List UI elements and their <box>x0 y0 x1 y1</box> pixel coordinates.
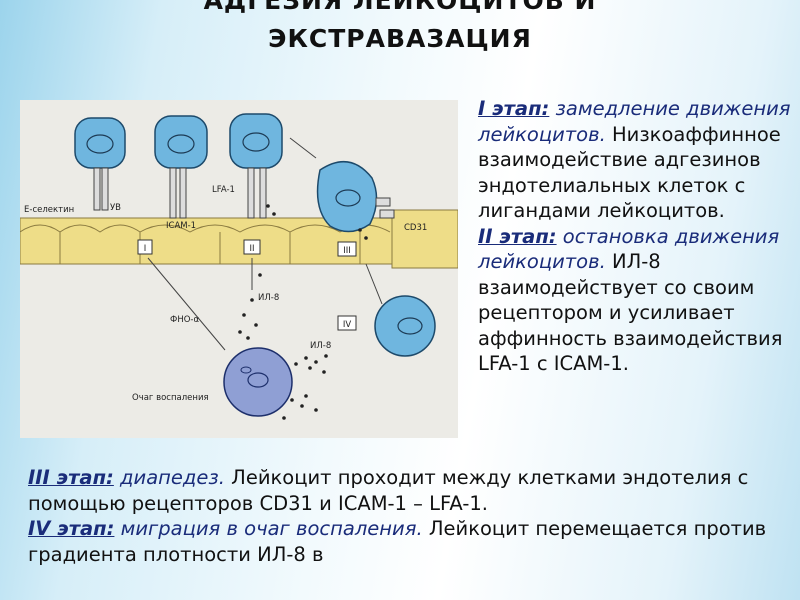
stage-2-paragraph: II этап: остановка движения лейкоцитов. … <box>478 224 796 377</box>
stages-1-2-text: I этап: замедление движения лейкоцитов. … <box>478 96 796 377</box>
stage-2-italic: остановка движения лейкоцитов. <box>478 224 780 274</box>
migrated-leukocyte <box>374 295 436 357</box>
extravasation-diagram: I II III IV <box>20 100 458 438</box>
stage-4-description: Лейкоцит перемещается против градиента п… <box>28 517 767 566</box>
stage-4-italic: миграция в очаг воспаления. <box>114 517 423 540</box>
stage-4-heading: IV этап: <box>28 517 115 540</box>
il8-gradient-dots <box>238 204 368 420</box>
label-cd31: CD31 <box>404 223 427 233</box>
stage-mark-3: III <box>343 246 351 256</box>
stage-1-paragraph: I этап: замедление движения лейкоцитов. … <box>478 96 796 224</box>
label-inflammation-focus: Очаг воспаления <box>132 393 209 403</box>
rolling-leukocyte-2 <box>154 115 208 169</box>
title-line-1: АДГЕЗИЯ ЛЕЙКОЦИТОВ И <box>203 0 597 15</box>
arrows <box>147 137 383 351</box>
title-line-2: ЭКСТРАВАЗАЦИЯ <box>268 24 532 53</box>
stage-1-description: Низкоаффинное взаимодействие адгезинов э… <box>478 122 781 223</box>
diagram-svg: I II III IV <box>20 113 458 420</box>
stage-1-italic: замедление движения лейкоцитов. <box>478 97 791 146</box>
stage-marks: I II III IV <box>137 239 357 331</box>
stage-3-description: Лейкоцит проходит между клетками эндотел… <box>28 466 749 515</box>
stage-mark-4: IV <box>343 320 352 330</box>
stage-mark-2: II <box>249 244 254 254</box>
migrating-leukocyte <box>316 160 378 233</box>
rolling-leukocyte-3 <box>229 113 283 169</box>
stages-3-4-text: III этап: диапедез. Лейкоцит проходит ме… <box>28 465 798 567</box>
inflammation-focus-cell <box>223 347 293 417</box>
adhesion-molecules <box>93 167 395 219</box>
label-il8-vertical: ИЛ-8 <box>258 293 279 303</box>
label-il8-diagonal: ИЛ-8 <box>310 341 331 351</box>
endothelium-layer <box>20 209 458 269</box>
stage-2-description: ИЛ-8 взаимодействует со своим рецептором… <box>478 250 783 375</box>
stage-1-heading: I этап: <box>478 97 550 120</box>
stage-mark-1: I <box>144 244 147 254</box>
stage-3-paragraph: III этап: диапедез. Лейкоцит проходит ме… <box>28 465 798 516</box>
stage-3-heading: III этап: <box>28 466 114 489</box>
label-uv: УВ <box>110 203 121 213</box>
label-tnf: ФНО-α <box>170 315 199 325</box>
label-icam1: ICAM-1 <box>166 221 196 231</box>
rolling-leukocyte-1 <box>74 117 126 169</box>
stage-2-heading: II этап: <box>478 224 557 248</box>
label-lfa1: LFA-1 <box>212 185 235 195</box>
label-e-selectin: Е-селектин <box>24 205 74 215</box>
stage-4-paragraph: IV этап: миграция в очаг воспаления. Лей… <box>28 516 798 567</box>
stage-3-italic: диапедез. <box>113 466 225 489</box>
